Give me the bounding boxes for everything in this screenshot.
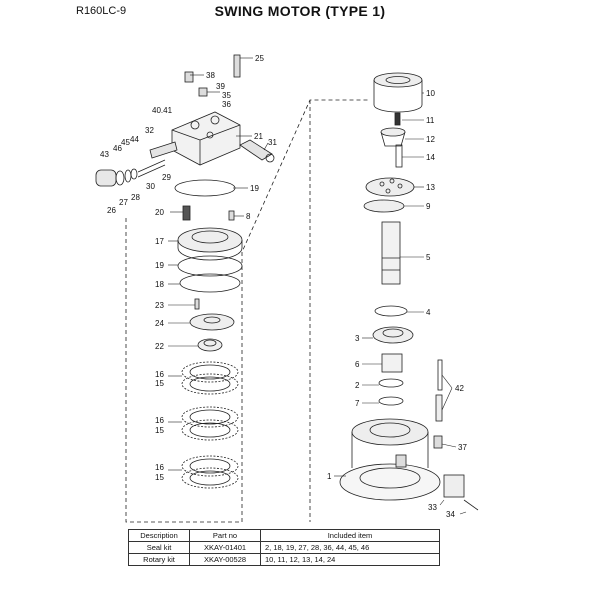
- callout-28: 28: [131, 193, 140, 202]
- collar-2: [378, 378, 404, 388]
- callout-30: 30: [146, 182, 155, 191]
- valve-block-illustration: [95, 54, 275, 187]
- set-plate-illustration: [365, 177, 415, 197]
- callout-27: 27: [119, 198, 128, 207]
- o-ring-19-upper: [174, 179, 236, 197]
- spherical-bush-illustration: [380, 127, 406, 147]
- callout-42: 42: [455, 384, 464, 393]
- valve-plate-illustration: [189, 313, 235, 331]
- callout-9: 9: [426, 202, 431, 211]
- table-row: Rotary kit XKAY-00528 10, 11, 12, 13, 14…: [128, 553, 440, 566]
- callout-11: 11: [426, 116, 435, 125]
- callout-4: 4: [426, 308, 431, 317]
- callout-20: 20: [155, 208, 164, 217]
- callout-12: 12: [426, 135, 435, 144]
- table-cell: 10, 11, 12, 13, 14, 24: [260, 553, 440, 566]
- page-title: SWING MOTOR (TYPE 1): [214, 3, 386, 19]
- callout-16-c: 16: [155, 463, 164, 472]
- callout-46: 46: [113, 144, 122, 153]
- callout-36: 36: [222, 100, 231, 109]
- callout-1: 1: [327, 472, 332, 481]
- callout-14: 14: [426, 153, 435, 162]
- kit-table-header: Description Part no Included item: [128, 529, 440, 542]
- column-header: Part no: [189, 529, 261, 542]
- callout-18: 18: [155, 280, 164, 289]
- callout-29: 29: [162, 173, 171, 182]
- table-cell: XKAY-00528: [189, 553, 261, 566]
- callout-39: 39: [216, 82, 225, 91]
- callout-37: 37: [458, 443, 467, 452]
- table-cell: XKAY-01401: [189, 541, 261, 554]
- cylinder-block-illustration: [373, 72, 423, 113]
- callout-32: 32: [145, 126, 154, 135]
- callout-38: 38: [206, 71, 215, 80]
- callout-43: 43: [100, 150, 109, 159]
- shoe-plate-illustration: [363, 199, 405, 213]
- callout-10: 10: [426, 89, 435, 98]
- snap-ring-4: [374, 305, 408, 317]
- callout-25: 25: [255, 54, 264, 63]
- casing-illustration: [339, 418, 441, 501]
- callout-23: 23: [155, 301, 164, 310]
- callout-35: 35: [222, 91, 231, 100]
- friction-plate-stack-1: [181, 361, 239, 395]
- column-header: Description: [128, 529, 190, 542]
- drive-shaft-illustration: [381, 221, 401, 285]
- callout-7: 7: [355, 399, 360, 408]
- callout-31: 31: [268, 138, 277, 147]
- callout-2: 2: [355, 381, 360, 390]
- friction-plate-stack-2: [181, 406, 239, 441]
- callout-17: 17: [155, 237, 164, 246]
- callout-22: 22: [155, 342, 164, 351]
- callout-44: 44: [130, 135, 139, 144]
- table-cell: Rotary kit: [128, 553, 190, 566]
- table-cell: 2, 18, 19, 27, 28, 36, 44, 45, 46: [260, 541, 440, 554]
- model-label: R160LC-9: [76, 5, 127, 17]
- callout-3: 3: [355, 334, 360, 343]
- callout-16-b: 16: [155, 416, 164, 425]
- callout-19-upper: 19: [250, 184, 259, 193]
- callout-45: 45: [121, 138, 130, 147]
- callout-15-b: 15: [155, 426, 164, 435]
- friction-plate-stack-3: [181, 455, 239, 489]
- callout-26: 26: [107, 206, 116, 215]
- table-row: Seal kit XKAY-01401 2, 18, 19, 27, 28, 3…: [128, 541, 440, 554]
- callout-40-41: 40.41: [152, 106, 173, 115]
- callout-16-a: 16: [155, 370, 164, 379]
- o-ring-18: [179, 273, 241, 293]
- bearing-3-illustration: [372, 326, 414, 344]
- kit-table: Description Part no Included item Seal k…: [128, 529, 440, 566]
- callout-13: 13: [426, 183, 435, 192]
- table-cell: Seal kit: [128, 541, 190, 554]
- callout-24: 24: [155, 319, 164, 328]
- callout-5: 5: [426, 253, 431, 262]
- snap-ring-7: [378, 396, 404, 406]
- o-ring-19-lower: [177, 255, 243, 277]
- callout-6: 6: [355, 360, 360, 369]
- callout-15-a: 15: [155, 379, 164, 388]
- callout-19-lower: 19: [155, 261, 164, 270]
- callout-21: 21: [254, 132, 263, 141]
- callout-8: 8: [246, 212, 251, 221]
- callout-34: 34: [446, 510, 455, 519]
- bearing-22-illustration: [197, 338, 223, 352]
- column-header: Included item: [260, 529, 440, 542]
- callout-15-c: 15: [155, 473, 164, 482]
- rear-cover-illustration: [177, 227, 243, 261]
- callout-33: 33: [428, 503, 437, 512]
